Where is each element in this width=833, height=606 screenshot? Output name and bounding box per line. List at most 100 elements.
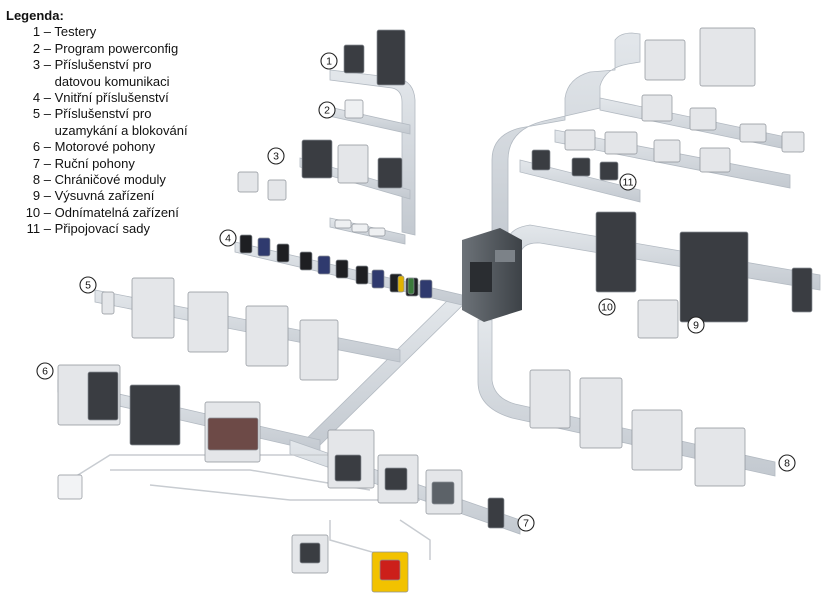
auxiliary-switch: [276, 243, 290, 263]
legend-item: 1 – Testery: [6, 24, 188, 40]
legend-item-label: uzamykání a blokování: [51, 122, 188, 138]
software-disc: [344, 99, 364, 119]
legend-item: 4 – Vnitřní příslušenství: [6, 90, 188, 106]
callout-11: 11: [619, 173, 637, 191]
legend-item-number: 4 –: [32, 90, 51, 106]
auxiliary-switch: [371, 269, 385, 289]
door-handle-emergency: [379, 559, 401, 581]
callout-circle: [320, 52, 338, 70]
rcd-module: [579, 377, 623, 449]
terminal-kit: [699, 147, 731, 173]
device-group: [57, 27, 813, 593]
breaker-lock-unit: [299, 319, 339, 381]
callout-circle: [79, 276, 97, 294]
terminal-kit: [644, 39, 686, 81]
legend-item-number: 3 –: [32, 57, 51, 73]
legend-item-label: Ruční pohony: [51, 155, 135, 171]
legend-item: 7 – Ruční pohony: [6, 156, 188, 172]
callout-circle: [36, 362, 54, 380]
callout-number: 8: [784, 458, 790, 470]
callout-7: 7: [517, 514, 535, 532]
communication-module: [237, 171, 259, 193]
callout-circle: [517, 514, 535, 532]
door-handle: [299, 542, 321, 564]
callout-number: 3: [273, 151, 279, 163]
callout-number: 9: [693, 320, 699, 332]
legend-item-label: Motorové pohony: [51, 139, 156, 155]
callout-6: 6: [36, 362, 54, 380]
legend-item-label: Příslušenství pro: [51, 57, 152, 73]
withdrawable-unit: [679, 231, 749, 323]
callout-number: 6: [42, 366, 48, 378]
legend-item-number: [6, 74, 51, 90]
callout-number: 7: [523, 518, 529, 530]
callout-number: 2: [324, 105, 330, 117]
communication-module: [368, 227, 386, 237]
terminal-kit: [739, 123, 767, 143]
terminal-kit: [653, 139, 681, 163]
legend-item-number: 8 –: [32, 172, 51, 188]
legend-item-number: 7 –: [32, 155, 51, 171]
auxiliary-switch: [239, 234, 253, 254]
communication-module: [337, 144, 369, 184]
legend-item-number: 1 –: [32, 24, 51, 40]
callout-8: 8: [778, 454, 796, 472]
auxiliary-switch: [407, 277, 415, 295]
legend-item: 2 – Program powerconfig: [6, 41, 188, 57]
legend-item-number: 10 –: [25, 204, 51, 220]
auxiliary-switch: [355, 265, 369, 285]
communication-module: [301, 139, 333, 179]
auxiliary-switch: [299, 251, 313, 271]
legend-item-label: Vnitřní příslušenství: [51, 90, 169, 106]
callout-4: 4: [219, 229, 237, 247]
callout-number: 1: [326, 56, 332, 68]
legend-item-label: Chráničové moduly: [51, 172, 166, 188]
callout-number: 5: [85, 280, 91, 292]
rotary-handle: [431, 481, 455, 505]
legend-item: 11 – Připojovací sady: [6, 221, 188, 237]
legend-item: 8 – Chráničové moduly: [6, 172, 188, 188]
rotary-handle: [487, 497, 505, 529]
legend-item-number: 11 –: [26, 221, 51, 237]
legend-item: 10 – Odnímatelná zařízení: [6, 205, 188, 221]
auxiliary-switch: [397, 275, 405, 293]
terminal-kit: [531, 149, 551, 171]
callout-2: 2: [318, 101, 336, 119]
callout-9: 9: [687, 316, 705, 334]
legend-item: datovou komunikaci: [6, 74, 188, 90]
breaker-lock-unit: [187, 291, 229, 353]
legend-item-number: 9 –: [32, 188, 51, 204]
auxiliary-switch: [419, 279, 433, 299]
tester-device: [343, 44, 365, 74]
breaker-lock-unit: [131, 277, 175, 339]
callout-circle: [267, 147, 285, 165]
legend-item-label: Odnímatelná zařízení: [51, 204, 179, 220]
central-breaker: [462, 228, 522, 322]
communication-module: [351, 223, 369, 233]
motor-operator: [87, 371, 119, 421]
tester-device: [376, 29, 406, 86]
rotary-handle: [334, 454, 362, 482]
lock-accessory: [101, 291, 115, 315]
callout-circle: [219, 229, 237, 247]
legend-item-number: 5 –: [32, 106, 51, 122]
callout-5: 5: [79, 276, 97, 294]
terminal-kit: [564, 129, 596, 151]
legend-item-label: Testery: [51, 24, 97, 40]
terminal-kit: [604, 131, 638, 155]
terminal-kit: [689, 107, 717, 131]
legend-item-label: Program powerconfig: [51, 40, 179, 56]
legend-item-label: datovou komunikaci: [51, 73, 170, 89]
callout-1: 1: [320, 52, 338, 70]
motor-operator: [129, 384, 181, 446]
legend-item-number: 6 –: [32, 139, 51, 155]
motor-operator-controller: [57, 474, 83, 500]
auxiliary-switch: [317, 255, 331, 275]
rotary-handle: [384, 467, 408, 491]
auxiliary-switch: [257, 237, 271, 257]
callout-number: 4: [225, 233, 231, 245]
